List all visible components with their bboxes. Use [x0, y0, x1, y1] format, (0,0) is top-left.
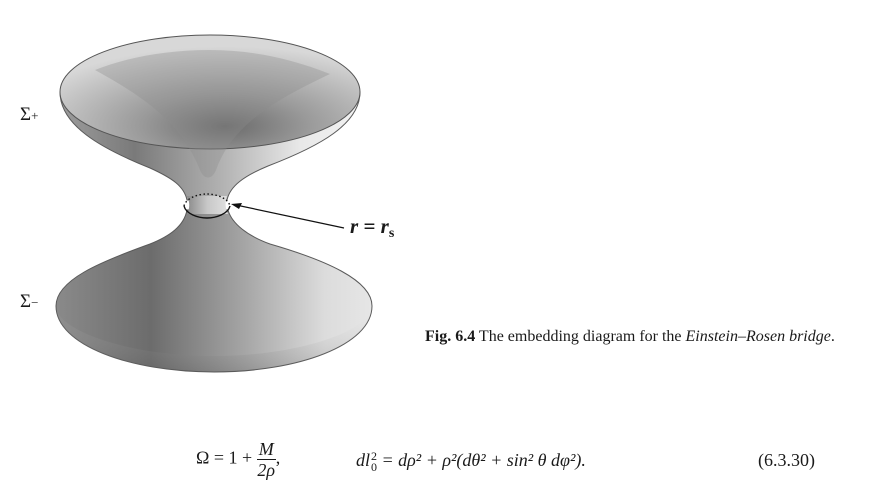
- sigma-plus-label: Σ+: [20, 104, 39, 125]
- figure-number: Fig. 6.4: [425, 328, 476, 345]
- wormhole-surface-illustration: [55, 34, 373, 373]
- throat-pointer-line: [235, 204, 345, 229]
- throat-neck: [187, 196, 228, 214]
- throat-pointer-arrowhead: [231, 203, 242, 209]
- throat-circle-front: [183, 205, 231, 219]
- equation-number: (6.3.30): [758, 450, 815, 470]
- caption-italic-text: Einstein–Rosen bridge: [685, 328, 831, 345]
- omega-fraction: M 2ρ: [256, 439, 276, 480]
- upper-rim: [59, 34, 361, 150]
- embedding-figure: [55, 34, 373, 373]
- figure-caption: Fig. 6.4 The embedding diagram for the E…: [425, 326, 845, 347]
- omega-equation: Ω = 1 + M 2ρ ,: [196, 439, 281, 480]
- sigma-minus-label: Σ−: [20, 291, 39, 312]
- throat-radius-label: r = rs: [350, 214, 395, 241]
- caption-text: The embedding diagram for the: [475, 328, 686, 345]
- upper-funnel-interior: [95, 50, 330, 178]
- caption-end: .: [830, 328, 835, 345]
